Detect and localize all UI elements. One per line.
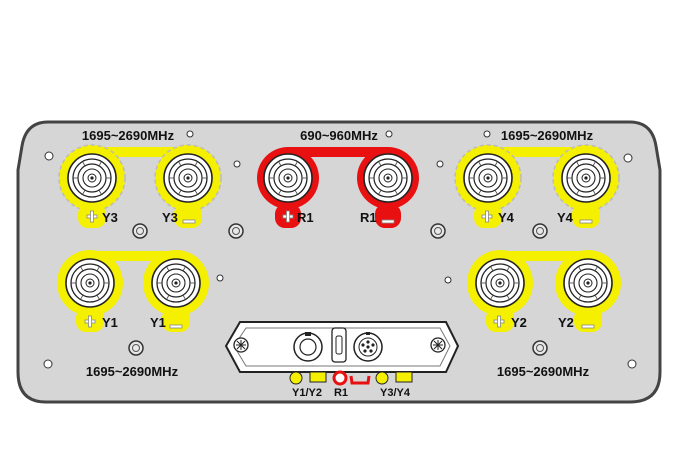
mounting-screw-icon xyxy=(532,340,548,356)
label-hole xyxy=(385,130,393,138)
aisg-connector-icon xyxy=(293,332,323,362)
plate-screw-icon xyxy=(430,337,446,353)
plus-polarity-icon xyxy=(86,210,98,223)
rf-connector-icon xyxy=(151,258,201,308)
indicators xyxy=(289,370,413,386)
led-y3y4 xyxy=(375,371,389,385)
status-switch[interactable] xyxy=(331,327,347,363)
control-plate xyxy=(224,321,460,373)
minus-polarity-icon xyxy=(381,219,395,224)
polarity-markers xyxy=(84,210,595,329)
port-label: R1 xyxy=(360,210,377,225)
indicator-label-y1y2: Y1/Y2 xyxy=(292,387,322,399)
panel-hole xyxy=(627,359,637,369)
rf-connector-icon xyxy=(563,258,613,308)
port-label: Y2 xyxy=(511,315,527,330)
mounting-screw-icon xyxy=(128,340,144,356)
aisg-pin-connector-icon xyxy=(353,332,383,362)
led-window-r1 xyxy=(349,375,371,385)
led-r1 xyxy=(332,370,348,386)
led-window-y3y4 xyxy=(395,371,413,383)
panel-hole xyxy=(436,160,444,168)
rf-connector-icon xyxy=(363,153,413,203)
panel-hole xyxy=(444,276,452,284)
rf-connector-icon xyxy=(163,153,213,203)
panel-hole xyxy=(44,151,54,161)
port-label: Y4 xyxy=(557,210,574,225)
mounting-screw-icon xyxy=(228,223,244,239)
minus-polarity-icon xyxy=(182,219,196,224)
led-window-y1y2 xyxy=(309,371,327,383)
label-hole xyxy=(186,130,194,138)
plus-polarity-icon xyxy=(493,315,505,328)
band-label-bottom-left: 1695~2690MHz xyxy=(86,364,179,379)
indicator-label-r1: R1 xyxy=(334,387,348,399)
plus-polarity-icon xyxy=(84,315,96,328)
mounting-screws xyxy=(128,223,548,356)
mounting-screw-icon xyxy=(132,223,148,239)
panel-hole xyxy=(216,274,224,282)
port-label: Y1 xyxy=(150,315,166,330)
port-label: Y4 xyxy=(498,210,515,225)
rf-connector-icon xyxy=(475,258,525,308)
port-label: Y2 xyxy=(558,315,574,330)
panel-hole xyxy=(233,160,241,168)
led-y1y2 xyxy=(289,371,303,385)
band-label-bottom-right: 1695~2690MHz xyxy=(497,364,590,379)
band-label-top-center: 690~960MHz xyxy=(300,128,378,143)
minus-polarity-icon xyxy=(579,219,593,224)
plus-polarity-icon xyxy=(282,210,294,223)
band-label-top-right: 1695~2690MHz xyxy=(501,128,594,143)
port-label: Y1 xyxy=(102,315,118,330)
mounting-screw-icon xyxy=(430,223,446,239)
minus-polarity-icon xyxy=(581,324,595,329)
label-hole xyxy=(483,130,491,138)
plus-polarity-icon xyxy=(481,210,493,223)
port-label: R1 xyxy=(297,210,314,225)
rf-connector-icon xyxy=(263,153,313,203)
mounting-screw-icon xyxy=(532,223,548,239)
rf-connector-icon xyxy=(65,258,115,308)
rf-connectors xyxy=(65,153,613,308)
port-labels: Y3 Y3 R1 R1 Y4 Y4 Y1 Y1 Y2 Y2 xyxy=(102,210,574,330)
indicator-label-y3y4: Y3/Y4 xyxy=(380,387,411,399)
rf-connector-icon xyxy=(561,153,611,203)
port-label: Y3 xyxy=(162,210,178,225)
rf-connector-icon xyxy=(67,153,117,203)
panel-hole xyxy=(43,359,53,369)
panel-hole xyxy=(623,153,633,163)
plate-screw-icon xyxy=(233,337,249,353)
rf-connector-icon xyxy=(463,153,513,203)
port-label: Y3 xyxy=(102,210,118,225)
minus-polarity-icon xyxy=(169,324,183,329)
band-label-top-left: 1695~2690MHz xyxy=(82,128,175,143)
